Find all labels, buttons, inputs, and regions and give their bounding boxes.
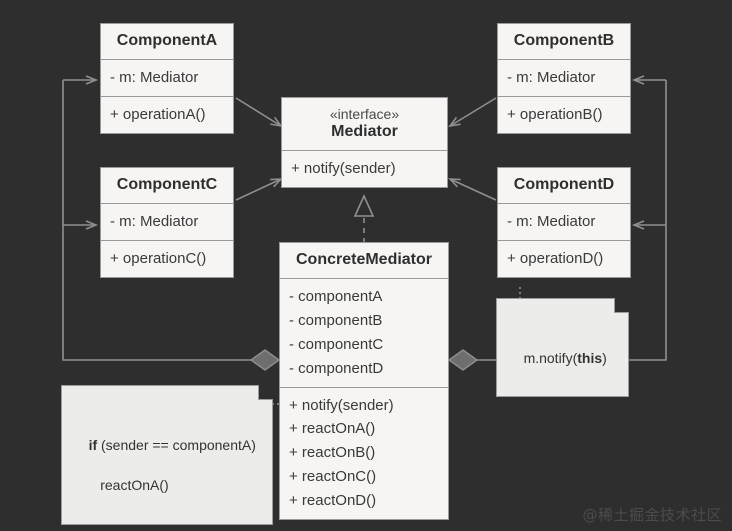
class-title-mediator: «interface» Mediator xyxy=(282,98,447,152)
attribute-line: - componentA xyxy=(289,288,383,306)
class-attributes-componentD: - m: Mediator xyxy=(498,204,630,242)
operation-line: + operationD() xyxy=(507,250,604,268)
operation-line: + operationB() xyxy=(507,106,603,124)
class-title-componentB: ComponentB xyxy=(498,24,630,61)
class-title-componentC: ComponentC xyxy=(101,168,233,205)
note-keyword-this: this xyxy=(577,349,603,366)
operation-line: + notify(sender) xyxy=(291,160,396,178)
class-title-concrete-mediator: ConcreteMediator xyxy=(280,243,448,280)
operation-line: + reactOnA() xyxy=(289,420,376,438)
assoc-componentB-to-mediator xyxy=(448,97,497,128)
class-title-componentA: ComponentA xyxy=(101,24,233,61)
class-title-componentD: ComponentD xyxy=(498,168,630,205)
attribute-line: - m: Mediator xyxy=(110,213,199,231)
note-condition-text: (sender == componentA) xyxy=(97,436,256,453)
class-operations-componentB: + operationB() xyxy=(498,97,630,133)
attribute-line: - m: Mediator xyxy=(507,213,596,231)
note-body-text: reactOnA() xyxy=(88,477,169,494)
note-m-notify-this[interactable]: m.notify(this) xyxy=(496,298,629,398)
attribute-line: - m: Mediator xyxy=(110,69,199,87)
class-box-componentA[interactable]: ComponentA - m: Mediator + operationA() xyxy=(100,23,234,134)
note-fold-corner xyxy=(258,385,273,400)
watermark-label: @稀土掘金技术社区 xyxy=(582,506,722,524)
class-box-concrete-mediator[interactable]: ConcreteMediator - componentA - componen… xyxy=(279,242,449,520)
stereotype-label: «interface» xyxy=(329,106,400,122)
operation-line: + reactOnB() xyxy=(289,444,376,462)
aggregation-diamond-right xyxy=(447,349,479,371)
class-operations-componentD: + operationD() xyxy=(498,241,630,277)
operation-line: + reactOnC() xyxy=(289,467,377,485)
aggregation-diamond-left xyxy=(249,349,281,371)
note-fold-corner xyxy=(614,298,629,313)
note-prefix-text: m.notify( xyxy=(523,349,578,366)
operation-line: + operationC() xyxy=(110,250,207,268)
class-operations-concrete-mediator: + notify(sender) + reactOnA() + reactOnB… xyxy=(280,388,448,519)
attribute-line: - m: Mediator xyxy=(507,69,596,87)
class-box-componentD[interactable]: ComponentD - m: Mediator + operationD() xyxy=(497,167,631,278)
operation-line: + notify(sender) xyxy=(289,396,394,414)
attribute-line: - componentC xyxy=(289,335,384,353)
assoc-componentD-to-mediator xyxy=(448,178,497,201)
operation-line: + operationA() xyxy=(110,106,206,124)
note-suffix-text: ) xyxy=(602,349,607,366)
class-attributes-componentC: - m: Mediator xyxy=(101,204,233,242)
note-react-on-a[interactable]: if (sender == componentA) reactOnA() xyxy=(61,385,273,525)
operation-line: + reactOnD() xyxy=(289,491,377,509)
class-attributes-componentB: - m: Mediator xyxy=(498,60,630,98)
realization-triangle-head xyxy=(353,194,375,217)
class-attributes-concrete-mediator: - componentA - componentB - componentC -… xyxy=(280,279,448,388)
attribute-line: - componentB xyxy=(289,312,383,330)
class-box-componentB[interactable]: ComponentB - m: Mediator + operationB() xyxy=(497,23,631,134)
assoc-componentC-to-mediator xyxy=(235,178,283,201)
assoc-componentA-to-mediator xyxy=(235,97,283,128)
class-box-componentC[interactable]: ComponentC - m: Mediator + operationC() xyxy=(100,167,234,278)
class-operations-componentA: + operationA() xyxy=(101,97,233,133)
class-operations-mediator: + notify(sender) xyxy=(282,151,447,187)
note-keyword-if: if xyxy=(88,436,98,453)
attribute-line: - componentD xyxy=(289,359,384,377)
class-attributes-componentA: - m: Mediator xyxy=(101,60,233,98)
class-operations-componentC: + operationC() xyxy=(101,241,233,277)
class-box-mediator[interactable]: «interface» Mediator + notify(sender) xyxy=(281,97,448,189)
